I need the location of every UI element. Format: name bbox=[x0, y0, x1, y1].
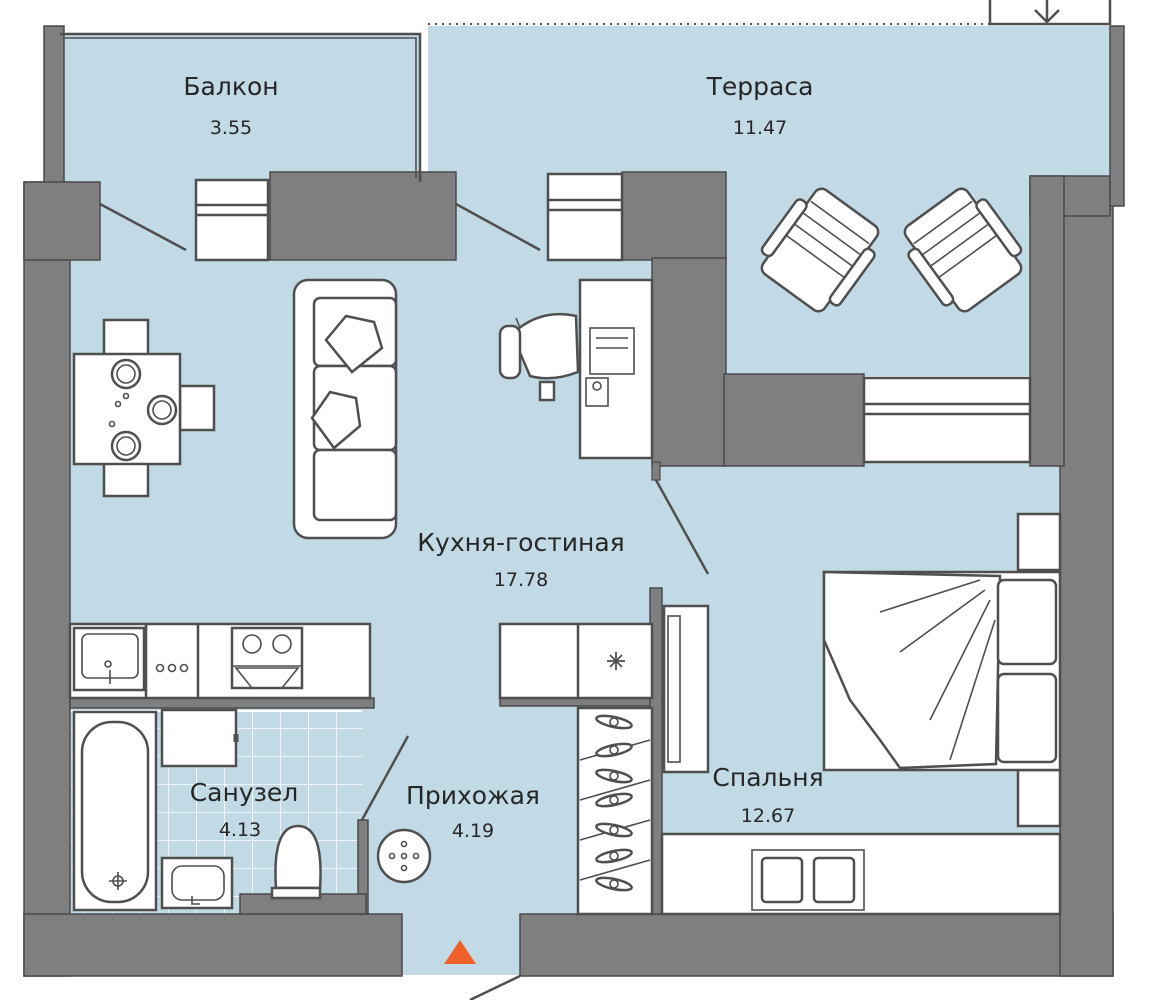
wall-bottom-right bbox=[519, 913, 1114, 977]
wall-bottom-left bbox=[23, 913, 403, 977]
walls bbox=[23, 25, 1125, 977]
wall-right bbox=[1059, 199, 1114, 977]
wall-terrace-right bbox=[1109, 25, 1125, 207]
bathroom-area: 4.13 bbox=[219, 819, 261, 841]
kitchen-area: 17.78 bbox=[494, 569, 548, 591]
bathroom-name: Санузел bbox=[190, 778, 299, 807]
terrace-name: Терраса bbox=[706, 72, 814, 101]
wall-bedroom-top-right bbox=[1029, 175, 1065, 467]
wall-partition-bath bbox=[69, 697, 375, 709]
wall-balcony-stub-left bbox=[23, 181, 101, 261]
bathroom-fixtures bbox=[72, 708, 322, 912]
kitchen-name: Кухня-гостиная bbox=[417, 528, 624, 557]
balcony-floor bbox=[60, 34, 420, 182]
hanger bbox=[595, 822, 633, 838]
hanger bbox=[595, 876, 633, 892]
bedroom-name: Спальня bbox=[712, 763, 823, 792]
bedroom-area: 12.67 bbox=[741, 805, 795, 827]
windows bbox=[194, 172, 1032, 464]
balcony-area: 3.55 bbox=[210, 117, 252, 139]
doors bbox=[99, 202, 710, 1000]
hanger bbox=[595, 768, 633, 784]
snowflake-icon bbox=[607, 652, 625, 670]
wall-mid-terrace bbox=[621, 171, 727, 261]
hallway-fixtures bbox=[376, 706, 654, 916]
fridge-unit bbox=[498, 622, 654, 700]
hallway-name: Прихожая bbox=[406, 781, 540, 810]
wall-terrace-bottom bbox=[723, 373, 865, 467]
terrace-area: 11.47 bbox=[733, 117, 787, 139]
hanger bbox=[595, 714, 633, 730]
hanger bbox=[595, 848, 633, 864]
kitchen-counter bbox=[68, 622, 372, 700]
glazing bbox=[60, 0, 1112, 182]
terrace-lounge-chair-1 bbox=[760, 187, 880, 313]
down-arrow-icon bbox=[1034, 0, 1060, 24]
balcony-name: Балкон bbox=[183, 72, 278, 101]
sofa bbox=[292, 278, 398, 540]
hanger bbox=[595, 792, 633, 808]
dining-set bbox=[72, 318, 216, 498]
wall-left bbox=[23, 181, 71, 977]
wall-column bbox=[651, 257, 727, 467]
wall-mid-balcony bbox=[269, 171, 457, 261]
terrace-lounge-chair-2 bbox=[903, 187, 1023, 313]
wall-left-top bbox=[43, 25, 65, 187]
labels: Балкон 3.55 Терраса 11.47 Кухня-гостиная… bbox=[183, 72, 823, 842]
bedroom-furniture bbox=[660, 512, 1062, 916]
hallway-area: 4.19 bbox=[452, 820, 494, 842]
hanger bbox=[595, 742, 633, 758]
entrance-arrow-icon[interactable] bbox=[444, 940, 476, 964]
workspace bbox=[498, 278, 654, 460]
